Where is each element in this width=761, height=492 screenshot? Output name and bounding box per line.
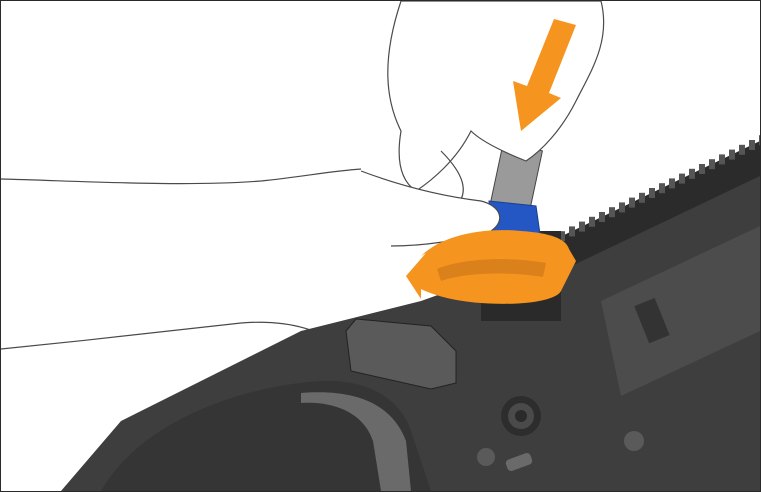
rail-tooth bbox=[699, 164, 705, 174]
rail-tooth bbox=[659, 183, 665, 193]
rail-tooth bbox=[759, 135, 760, 145]
rail-tooth bbox=[669, 178, 675, 188]
rail-tooth bbox=[749, 140, 755, 150]
rail-tooth bbox=[739, 145, 745, 155]
rail-tooth bbox=[719, 154, 725, 164]
rail-tooth bbox=[599, 212, 605, 222]
rail-tooth bbox=[679, 174, 685, 184]
rail-tooth bbox=[729, 150, 735, 160]
rail-tooth bbox=[639, 193, 645, 203]
rail-tooth bbox=[709, 159, 715, 169]
rail-tooth bbox=[619, 202, 625, 212]
takedown-pin bbox=[624, 431, 644, 451]
rail-tooth bbox=[609, 207, 615, 217]
rail-tooth bbox=[649, 188, 655, 198]
pivot-pin bbox=[477, 448, 495, 466]
rail-tooth bbox=[569, 226, 575, 236]
rail-tooth bbox=[589, 217, 595, 227]
left-arm bbox=[1, 169, 361, 349]
rail-tooth bbox=[629, 198, 635, 208]
rail-tooth bbox=[579, 222, 585, 232]
rail-tooth bbox=[689, 169, 695, 179]
